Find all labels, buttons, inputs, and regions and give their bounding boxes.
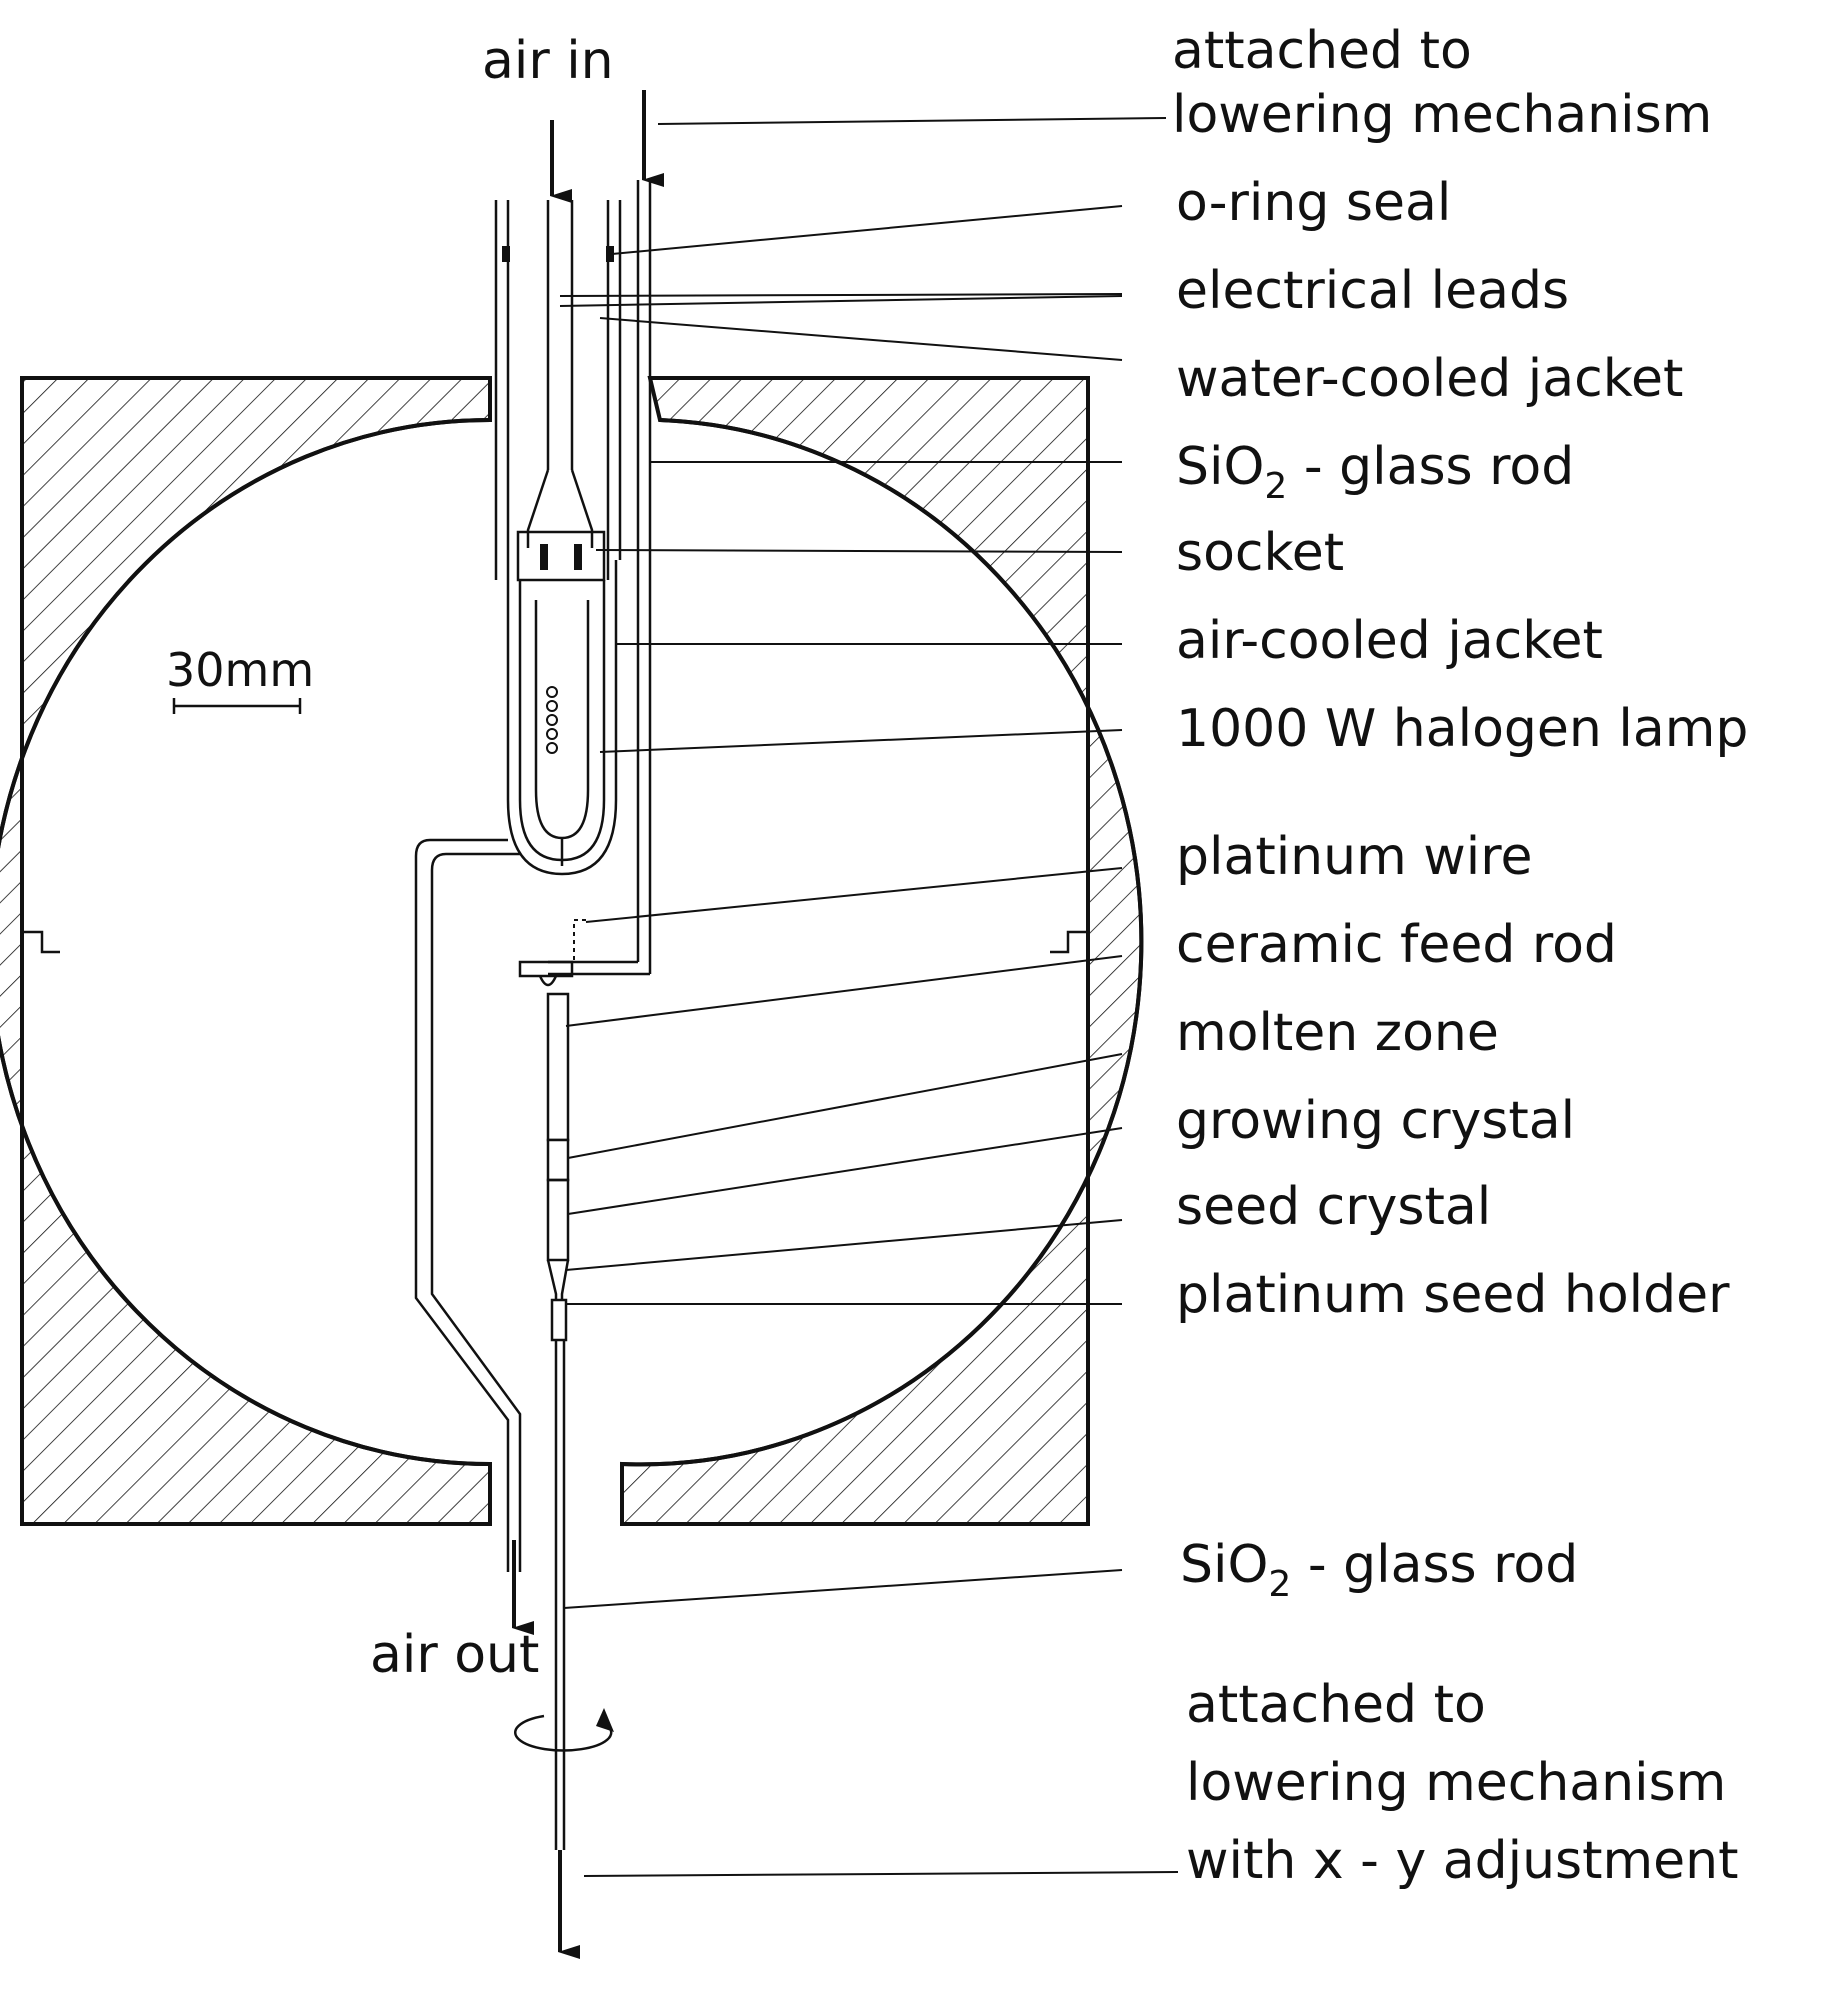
lead-taper-left (526, 469, 550, 548)
label-platinum-seed-holder: platinum seed holder (1176, 1265, 1730, 1325)
leader-socket (595, 549, 1123, 553)
top-attachment-line2: lowering mechanism (1172, 85, 1712, 145)
socket-contact-right (574, 544, 582, 570)
air-cooled-jacket-outer (506, 560, 618, 876)
socket-contact-left (540, 544, 548, 570)
ceramic-feed-rod (546, 992, 570, 1142)
growing-crystal (546, 1178, 570, 1262)
label-seed-crystal: seed crystal (1176, 1177, 1491, 1237)
lamp-socket (516, 530, 606, 582)
air-outlet-tube-inner (430, 852, 522, 1572)
bottom-attachment-line3: with x - y adjustment (1186, 1831, 1739, 1891)
air-in-label: air in (482, 31, 614, 91)
leader-lines (559, 117, 1179, 1877)
housing-notch-left (22, 930, 60, 954)
bottom-attachment-line2: lowering mechanism (1186, 1753, 1726, 1813)
label-platinum-wire: platinum wire (1176, 827, 1532, 887)
o-ring-seal-left (502, 246, 510, 262)
leader-halogen-lamp (599, 729, 1123, 753)
label-sio2-rod-top: SiO2 - glass rod (1176, 437, 1574, 507)
elliptical-mirror-cavity-right (621, 418, 1144, 1467)
leader-platinum-wire (585, 867, 1123, 923)
elliptical-mirror-cavity (0, 418, 491, 1466)
label-ceramic-feed-rod: ceramic feed rod (1176, 915, 1617, 975)
scale-bar-label: 30mm (166, 643, 314, 697)
label-water-cooled-jacket: water-cooled jacket (1176, 349, 1683, 409)
air-out-label: air out (370, 1625, 539, 1685)
label-growing-crystal: growing crystal (1176, 1091, 1575, 1151)
feed-rod-clamp (538, 975, 558, 987)
air-outlet-tube-outer (414, 838, 510, 1572)
leader-o-ring-seal (611, 205, 1123, 255)
leader-ceramic-feed-rod (565, 955, 1123, 1027)
label-electrical-leads: electrical leads (1176, 261, 1569, 321)
molten-zone (546, 1138, 570, 1182)
rotation-arrow (514, 1714, 613, 1752)
leader-molten-zone (567, 1053, 1123, 1159)
label-halogen-lamp: 1000 W halogen lamp (1176, 699, 1748, 759)
leader-electrical-leads-2 (559, 295, 1123, 307)
platinum-seed-holder (550, 1298, 568, 1342)
leader-growing-crystal (567, 1127, 1123, 1215)
label-socket: socket (1176, 523, 1344, 583)
halogen-lamp-envelope (534, 600, 590, 840)
air-cooled-jacket-inner (518, 580, 606, 862)
bottom-attachment-line1: attached to (1186, 1675, 1486, 1735)
leader-electrical-leads (559, 293, 1123, 297)
lead-taper-right (570, 469, 594, 548)
feed-rod-holder (518, 960, 574, 978)
seed-crystal (546, 1259, 570, 1300)
label-molten-zone: molten zone (1176, 1003, 1499, 1063)
leader-sio2-rod-bottom (563, 1569, 1123, 1609)
top-attachment-line1: attached to (1172, 21, 1472, 81)
leader-bottom-attachment (583, 1871, 1179, 1877)
o-ring-seal-right (606, 246, 614, 262)
housing-notch-right (1050, 930, 1088, 954)
label-o-ring-seal: o-ring seal (1176, 173, 1451, 233)
leader-seed-crystal (565, 1219, 1123, 1271)
lamp-filament (546, 686, 558, 754)
leader-top-attachment (657, 117, 1167, 125)
label-sio2-rod-bottom: SiO2 - glass rod (1180, 1535, 1578, 1605)
leader-water-cooled-jacket (599, 317, 1123, 361)
platinum-wire (573, 919, 586, 962)
rotation-arrowhead (596, 1708, 614, 1732)
label-air-cooled-jacket: air-cooled jacket (1176, 611, 1603, 671)
